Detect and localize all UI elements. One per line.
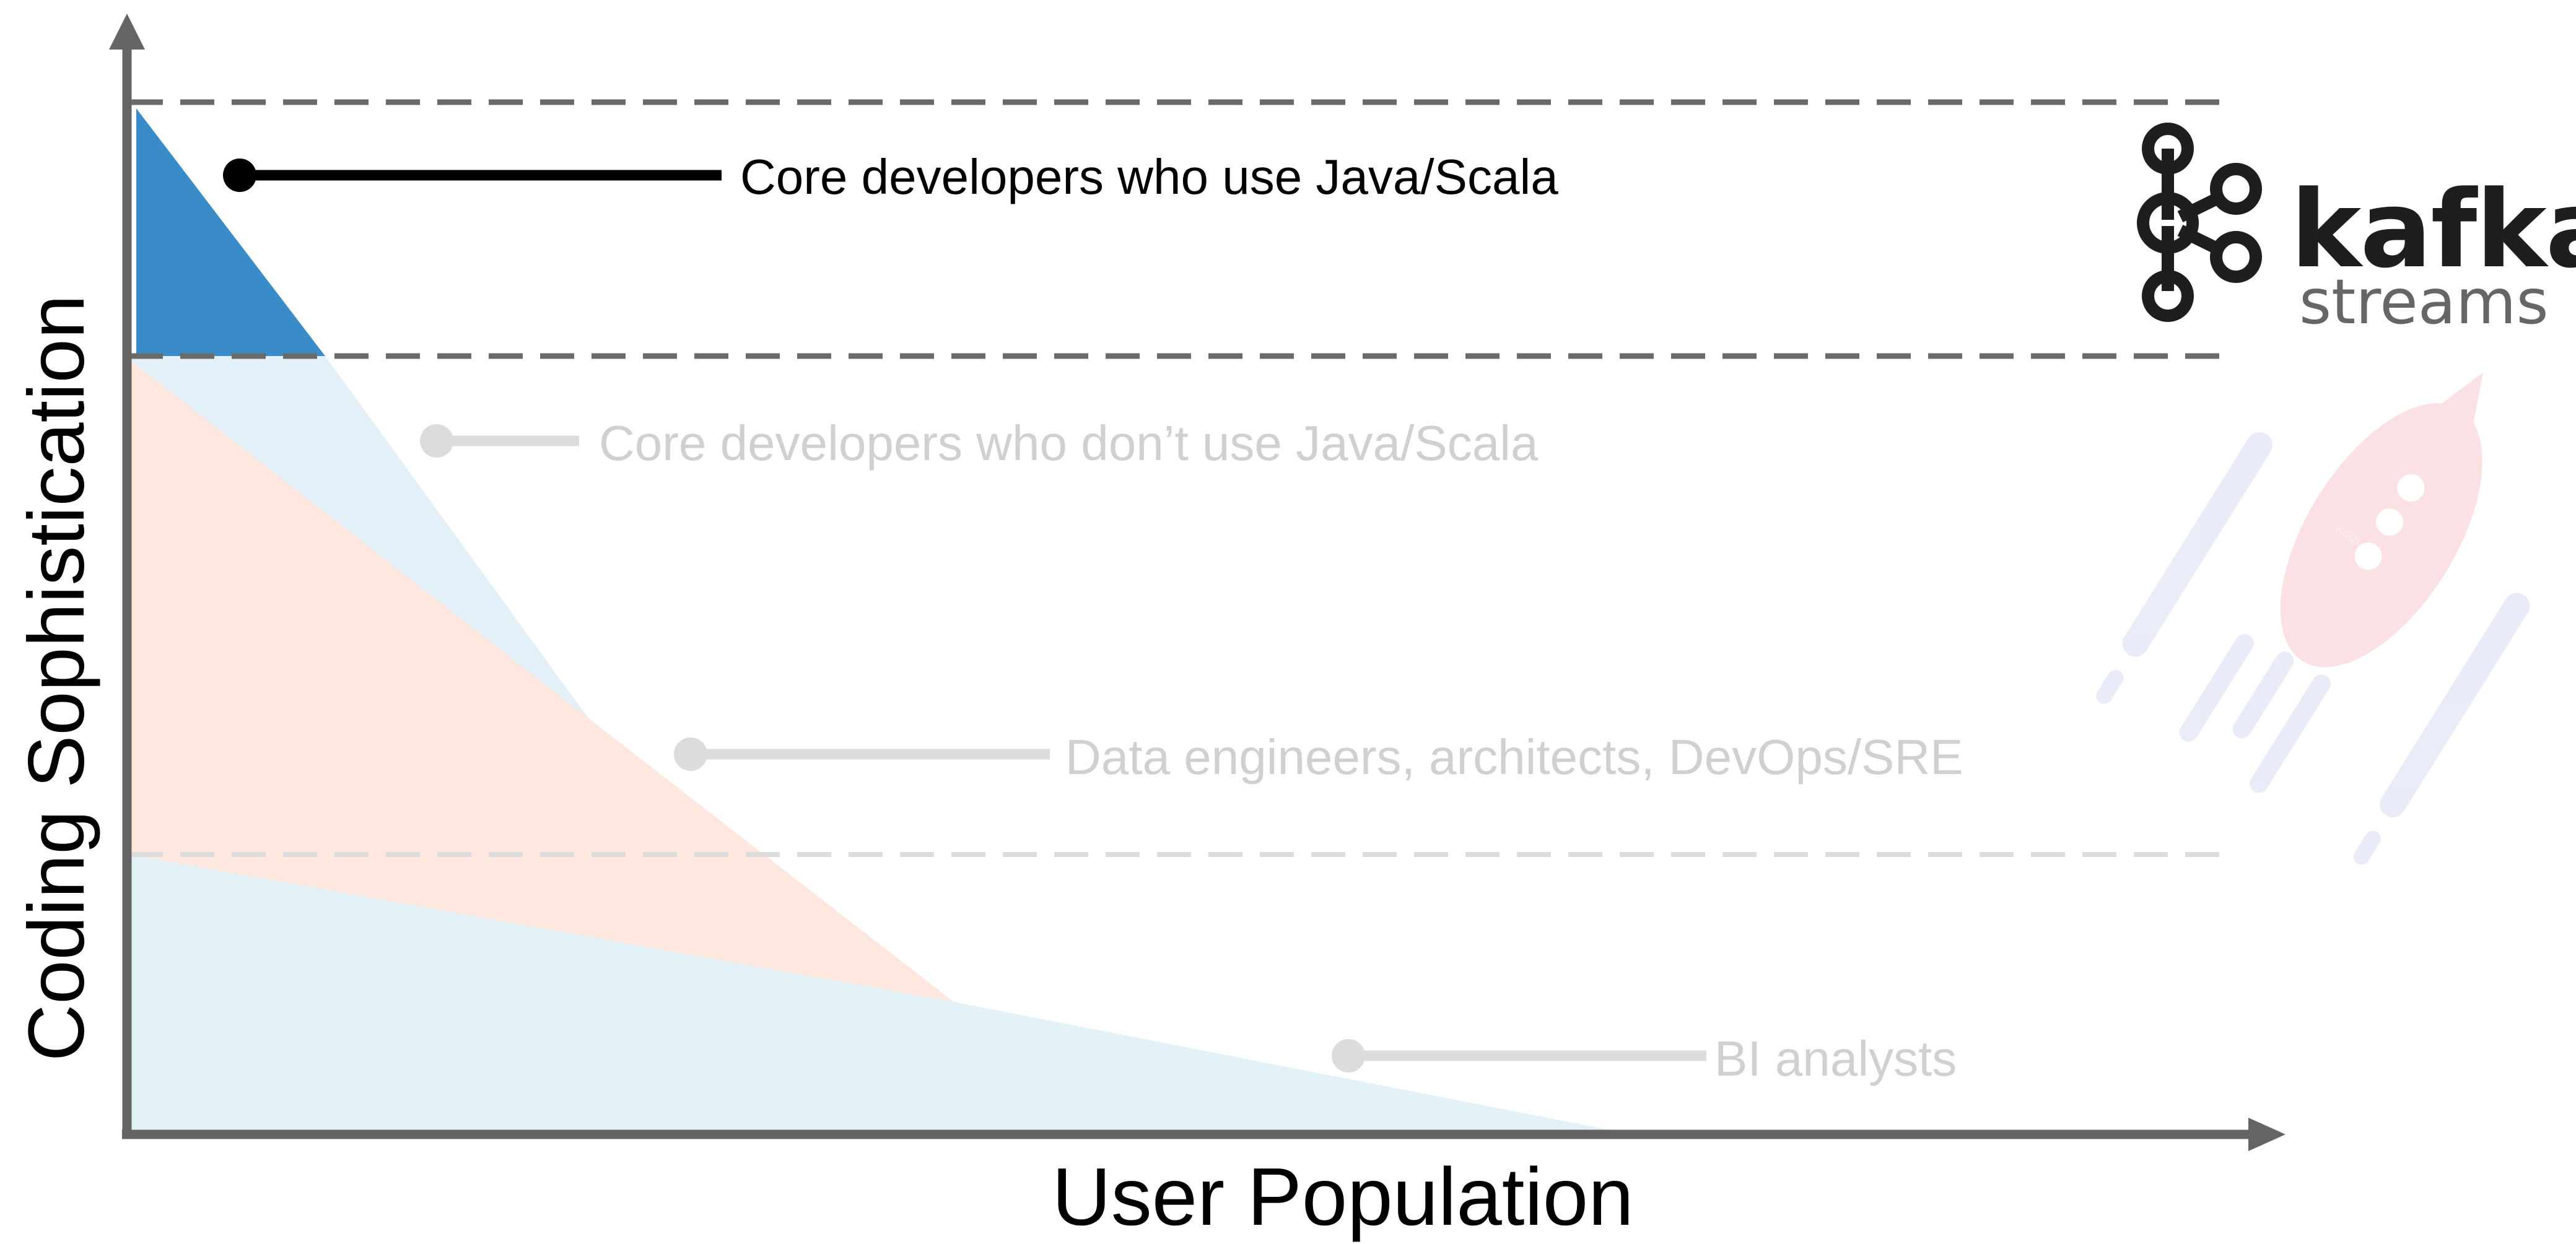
logo-subtitle: streams [2299, 266, 2549, 338]
callout-data-engineers: Data engineers, architects, DevOps/SRE [674, 729, 1963, 785]
region-data-engineers [129, 359, 954, 1002]
callout-core-non-jvm: Core developers who don’t use Java/Scala [420, 415, 1539, 471]
axes [109, 14, 2286, 1151]
segment-label: Data engineers, architects, DevOps/SRE [1065, 729, 1963, 785]
regions [129, 108, 1610, 1130]
segment-label: Core developers who don’t use Java/Scala [599, 415, 1539, 471]
segment-label: Core developers who use Java/Scala [740, 149, 1558, 204]
region-core-non-jvm [129, 356, 588, 718]
x-axis-title: User Population [1052, 1151, 1633, 1242]
segment-label: BI analysts [1714, 1031, 1957, 1086]
region-bi-analysts [129, 855, 1610, 1130]
rocket-icon [2096, 372, 2530, 865]
callout-core-jvm: Core developers who use Java/Scala [223, 149, 1558, 204]
x-axis-arrow-icon [2248, 1118, 2286, 1151]
callout-bi-analysts: BI analysts [1332, 1031, 1957, 1086]
kafka-network-icon [2137, 123, 2262, 322]
y-axis-arrow-icon [109, 14, 145, 50]
y-axis-title: Coding Sophistication [12, 295, 101, 1061]
tier-lines [129, 99, 2236, 857]
logo-name: kafka [2290, 167, 2576, 292]
region-core-jvm[interactable] [136, 108, 325, 356]
